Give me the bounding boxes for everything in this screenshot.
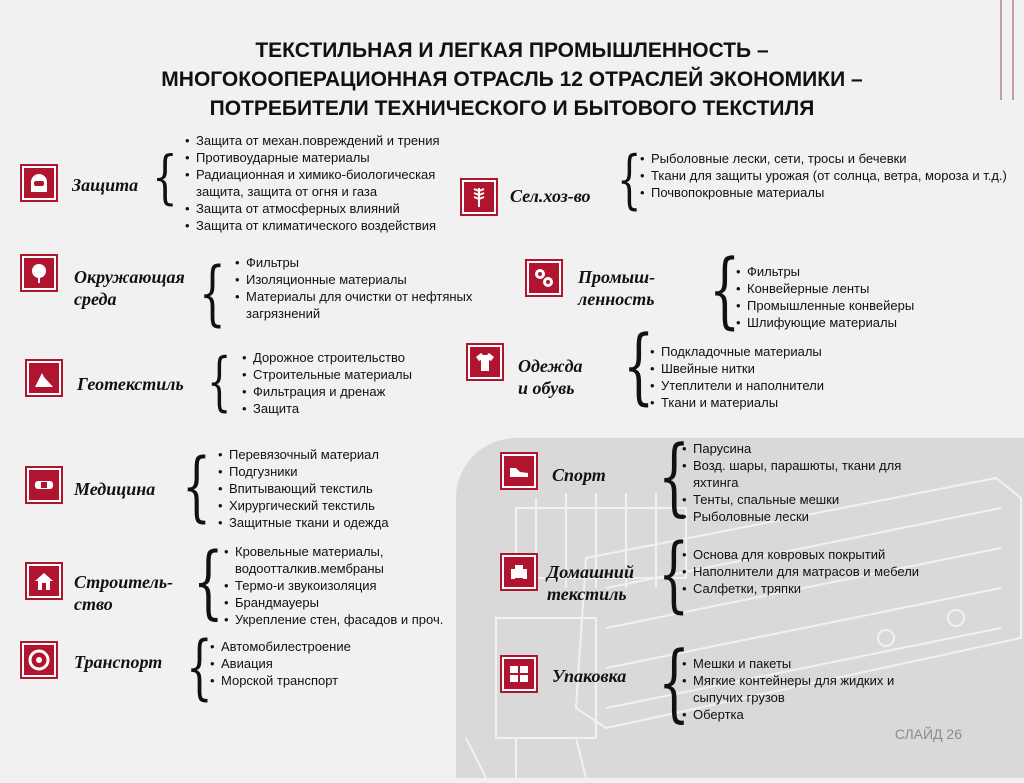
sector-label-selkhoz: Сел.хоз-во <box>510 186 591 206</box>
list-domash: Основа для ковровых покрытий Наполнители… <box>680 546 920 597</box>
list-item: Защитные ткани и одежда <box>216 514 456 531</box>
armchair-icon <box>500 553 538 591</box>
page-title: ТЕКСТИЛЬНАЯ И ЛЕГКАЯ ПРОМЫШЛЕННОСТЬ – МН… <box>60 36 964 123</box>
sector-label-sport: Спорт <box>552 465 606 485</box>
list-item: Рыболовные лески <box>680 508 930 525</box>
sector-label-domash: Домашний текстиль <box>547 562 634 604</box>
sector-label-transport: Транспорт <box>74 652 163 672</box>
brace-stroit: { <box>193 535 224 628</box>
list-item: Почвопокровные материалы <box>638 184 1010 201</box>
list-upakovka: Мешки и пакеты Мягкие контейнеры для жид… <box>680 655 920 723</box>
list-item: Тенты, спальные мешки <box>680 491 930 508</box>
house-icon <box>25 562 63 600</box>
list-item: Защита <box>240 400 470 417</box>
list-item: Наполнители для матрасов и мебели <box>680 563 920 580</box>
list-medicina: Перевязочный материал Подгузники Впитыва… <box>216 446 456 531</box>
bandage-icon <box>25 466 63 504</box>
list-item: Промышленные конвейеры <box>734 297 974 314</box>
list-item: Укрепление стен, фасадов и проч. <box>222 611 472 628</box>
list-odezhda: Подкладочные материалы Швейные нитки Уте… <box>648 343 888 411</box>
sector-label-stroit: Строитель- ство <box>74 572 174 614</box>
list-item: Защита от климатического воздействия <box>183 217 483 234</box>
list-item: Ткани для защиты урожая (от солнца, ветр… <box>638 167 1010 184</box>
list-item: Фильтры <box>734 263 974 280</box>
list-selkhoz: Рыболовные лески, сети, тросы и бечевки … <box>638 150 1010 201</box>
wheat-icon <box>460 178 498 216</box>
list-item: Авиация <box>208 655 438 672</box>
list-item: Фильтрация и дренаж <box>240 383 470 400</box>
list-item: Противоударные материалы <box>183 149 483 166</box>
list-item: Салфетки, тряпки <box>680 580 920 597</box>
list-item: Термо-и звукоизоляция <box>222 577 472 594</box>
list-item: Ткани и материалы <box>648 394 888 411</box>
title-line-2: МНОГОКООПЕРАЦИОННАЯ ОТРАСЛЬ 12 ОТРАСЛЕЙ … <box>161 68 863 91</box>
list-item: Фильтры <box>233 254 503 271</box>
sneaker-icon <box>500 452 538 490</box>
title-line-1: ТЕКСТИЛЬНАЯ И ЛЕГКАЯ ПРОМЫШЛЕННОСТЬ – <box>255 39 769 62</box>
list-item: Мешки и пакеты <box>680 655 920 672</box>
list-promysh: Фильтры Конвейерные ленты Промышленные к… <box>734 263 974 331</box>
brace-medicina: { <box>182 441 212 530</box>
helmet-icon <box>20 164 58 202</box>
gears-icon <box>525 259 563 297</box>
list-item: Брандмауеры <box>222 594 472 611</box>
list-item: Морской транспорт <box>208 672 438 689</box>
list-stroit: Кровельные материалы, водоотталкив.мембр… <box>222 543 472 628</box>
sector-label-medicina: Медицина <box>74 479 156 499</box>
list-item: Строительные материалы <box>240 366 470 383</box>
boxes-icon <box>500 655 538 693</box>
brace-zashchita: { <box>152 143 178 211</box>
list-item: Радиационная и химико-биологическая защи… <box>183 166 483 200</box>
sector-label-promysh: Промыш- ленность <box>578 267 656 309</box>
list-item: Парусина <box>680 440 930 457</box>
list-item: Материалы для очистки от нефтяных загряз… <box>233 288 503 322</box>
sector-label-okruzh: Окружающая среда <box>74 267 185 309</box>
list-item: Хирургический текстиль <box>216 497 456 514</box>
list-item: Шлифующие материалы <box>734 314 974 331</box>
list-item: Защита от атмосферных влияний <box>183 200 483 217</box>
list-item: Дорожное строительство <box>240 349 470 366</box>
list-item: Обертка <box>680 706 920 723</box>
tree-icon <box>20 254 58 292</box>
list-item: Мягкие контейнеры для жидких и сыпучих г… <box>680 672 920 706</box>
title-line-3: ПОТРЕБИТЕЛИ ТЕХНИЧЕСКОГО И БЫТОВОГО ТЕКС… <box>209 97 815 120</box>
sector-label-upakovka: Упаковка <box>552 666 627 686</box>
brace-geotex: { <box>207 345 232 419</box>
list-item: Основа для ковровых покрытий <box>680 546 920 563</box>
sector-label-zashchita: Защита <box>72 175 139 195</box>
list-item: Кровельные материалы, водоотталкив.мембр… <box>222 543 472 577</box>
list-item: Автомобилестроение <box>208 638 438 655</box>
sector-label-geotex: Геотекстиль <box>77 374 184 394</box>
slide-number: СЛАЙД 26 <box>894 726 962 742</box>
list-okruzh: Фильтры Изоляционные материалы Материалы… <box>233 254 503 322</box>
embankment-icon <box>25 359 63 397</box>
list-item: Перевязочный материал <box>216 446 456 463</box>
list-item: Впитывающий текстиль <box>216 480 456 497</box>
list-item: Рыболовные лески, сети, тросы и бечевки <box>638 150 1010 167</box>
list-zashchita: Защита от механ.повреждений и трения Про… <box>183 132 483 234</box>
list-transport: Автомобилестроение Авиация Морской транс… <box>208 638 438 689</box>
wheel-icon <box>20 641 58 679</box>
list-item: Подгузники <box>216 463 456 480</box>
list-item: Защита от механ.повреждений и трения <box>183 132 483 149</box>
list-geotex: Дорожное строительство Строительные мате… <box>240 349 470 417</box>
sector-label-odezhda: Одежда и обувь <box>518 356 583 398</box>
decorative-frame-line <box>1000 0 1014 100</box>
list-item: Возд. шары, парашюты, ткани для яхтинга <box>680 457 930 491</box>
shirt-icon <box>466 343 504 381</box>
list-item: Подкладочные материалы <box>648 343 888 360</box>
list-sport: Парусина Возд. шары, парашюты, ткани для… <box>680 440 930 525</box>
brace-okruzh: { <box>199 252 226 334</box>
list-item: Конвейерные ленты <box>734 280 974 297</box>
list-item: Утеплители и наполнители <box>648 377 888 394</box>
list-item: Изоляционные материалы <box>233 271 503 288</box>
list-item: Швейные нитки <box>648 360 888 377</box>
